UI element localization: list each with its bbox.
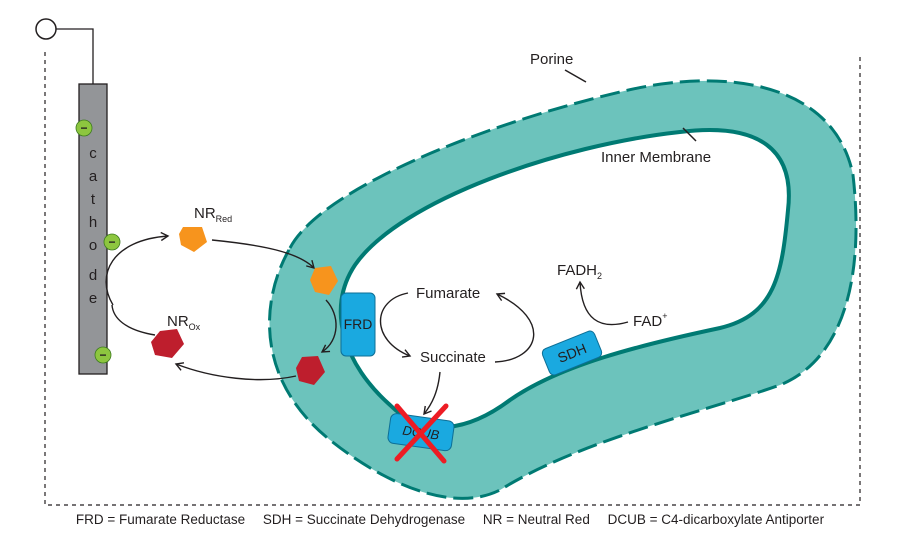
cathode-letter: c bbox=[89, 145, 97, 162]
inner-membrane bbox=[338, 128, 791, 430]
cathode-letter: t bbox=[91, 191, 96, 208]
nr-ox-label: NROx bbox=[167, 313, 201, 332]
legend: FRD = Fumarate Reductase SDH = Succinate… bbox=[0, 512, 900, 527]
cathode-letter: e bbox=[89, 290, 97, 307]
circuit-wire bbox=[35, 18, 861, 506]
frd-label: FRD bbox=[344, 316, 373, 332]
inner-membrane-label: Inner Membrane bbox=[601, 149, 711, 166]
legend-item: NR = Neutral Red bbox=[482, 512, 590, 527]
reaction-arrow bbox=[380, 292, 412, 358]
electron: − bbox=[94, 346, 112, 364]
electron: − bbox=[75, 119, 93, 137]
fad-label: FAD+ bbox=[633, 311, 667, 330]
fadh2-label: FADH2 bbox=[557, 262, 602, 281]
inhibited-cross bbox=[394, 403, 449, 464]
fumarate-label: Fumarate bbox=[416, 285, 480, 302]
cathode-letter: o bbox=[89, 237, 97, 254]
cycle-arrow bbox=[320, 299, 337, 353]
svg-text:−: − bbox=[108, 235, 115, 249]
cathode-letter: d bbox=[89, 267, 97, 284]
cathode-letter: h bbox=[89, 214, 97, 231]
nr-ox-molecule bbox=[151, 329, 184, 358]
svg-text:−: − bbox=[80, 121, 87, 135]
cathode-label: c a t h o d e bbox=[89, 145, 98, 307]
reaction-arrow bbox=[494, 292, 535, 363]
reaction-arrow bbox=[575, 280, 629, 326]
legend-item: SDH = Succinate Dehydrogenase bbox=[262, 512, 466, 527]
nr-red-molecule bbox=[310, 266, 338, 295]
sdh-protein: SDH bbox=[541, 330, 603, 376]
succinate-label: Succinate bbox=[420, 349, 486, 366]
reaction-arrow bbox=[423, 371, 441, 416]
legend-item: FRD = Fumarate Reductase bbox=[75, 512, 246, 527]
nr-red-label: NRRed bbox=[194, 205, 232, 224]
svg-text:−: − bbox=[99, 348, 106, 362]
porine-label: Porine bbox=[530, 51, 573, 68]
nr-red-molecule bbox=[179, 227, 207, 252]
cycle-arrow bbox=[111, 304, 156, 336]
nr-ox-molecule bbox=[296, 356, 325, 385]
electron: − bbox=[103, 233, 121, 251]
cathode-letter: a bbox=[89, 168, 98, 185]
cycle-arrow bbox=[105, 231, 170, 306]
cycle-arrow bbox=[211, 239, 315, 269]
frd-protein bbox=[340, 292, 376, 357]
cycle-arrow bbox=[174, 362, 297, 381]
legend-item: DCUB = C4-dicarboxylate Antiporter bbox=[607, 512, 825, 527]
